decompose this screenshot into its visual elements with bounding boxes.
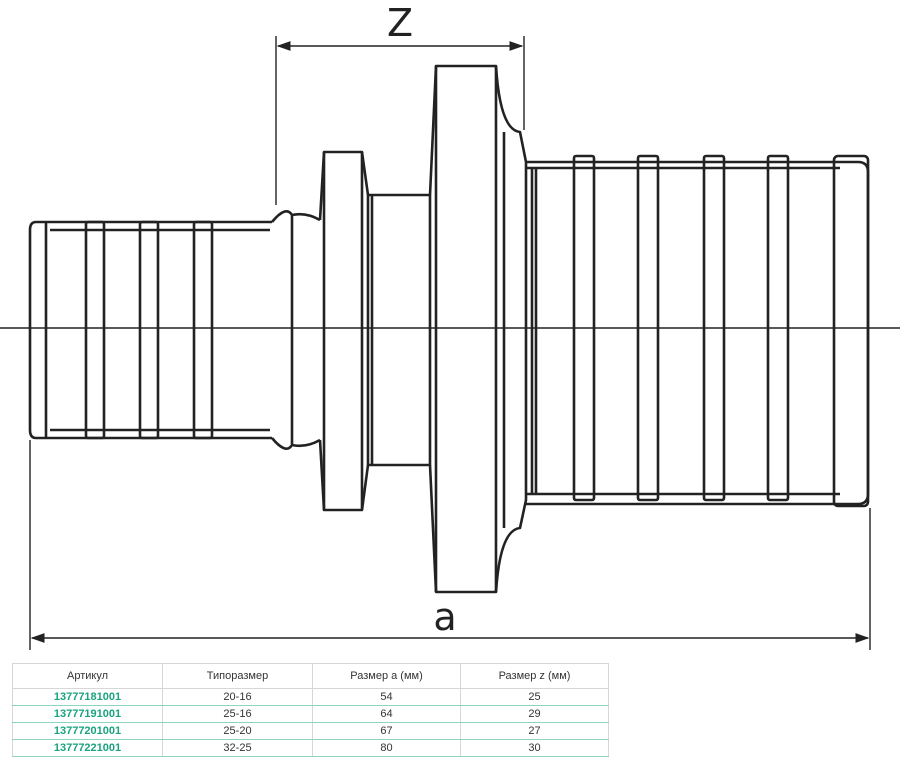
a-cell: 67 [312, 722, 461, 740]
left-pipe-end [28, 210, 321, 450]
central-flange [428, 64, 528, 594]
table-header-row: Артикул Типоразмер Размер а (мм) Размер … [12, 663, 609, 689]
reducer-fitting-drawing: Z a [0, 1, 900, 650]
article-cell: 13777201001 [12, 722, 163, 740]
table-row: 13777181001 20-16 54 25 [12, 688, 609, 706]
a-cell: 54 [312, 688, 461, 706]
header-article: Артикул [12, 663, 163, 689]
header-size: Типоразмер [162, 663, 313, 689]
article-cell: 13777181001 [12, 688, 163, 706]
table-row: 13777201001 25-20 67 27 [12, 722, 609, 740]
z-dimension [275, 36, 525, 205]
table-row: 13777191001 25-16 64 29 [12, 705, 609, 723]
header-a: Размер а (мм) [312, 663, 461, 689]
article-cell: 13777221001 [12, 739, 163, 757]
z-cell: 25 [460, 688, 609, 706]
a-dimension [29, 440, 871, 650]
article-cell: 13777191001 [12, 705, 163, 723]
size-cell: 20-16 [162, 688, 313, 706]
a-dimension-label: a [433, 595, 456, 639]
a-cell: 80 [312, 739, 461, 757]
z-cell: 29 [460, 705, 609, 723]
z-dimension-label: Z [387, 1, 413, 45]
z-cell: 30 [460, 739, 609, 757]
z-cell: 27 [460, 722, 609, 740]
header-z: Размер z (мм) [460, 663, 609, 689]
small-collar [318, 150, 432, 512]
a-cell: 64 [312, 705, 461, 723]
right-pipe-end [526, 154, 870, 508]
spec-table: Артикул Типоразмер Размер а (мм) Размер … [12, 663, 609, 757]
size-cell: 32-25 [162, 739, 313, 757]
size-cell: 25-20 [162, 722, 313, 740]
table-row: 13777221001 32-25 80 30 [12, 739, 609, 757]
size-cell: 25-16 [162, 705, 313, 723]
